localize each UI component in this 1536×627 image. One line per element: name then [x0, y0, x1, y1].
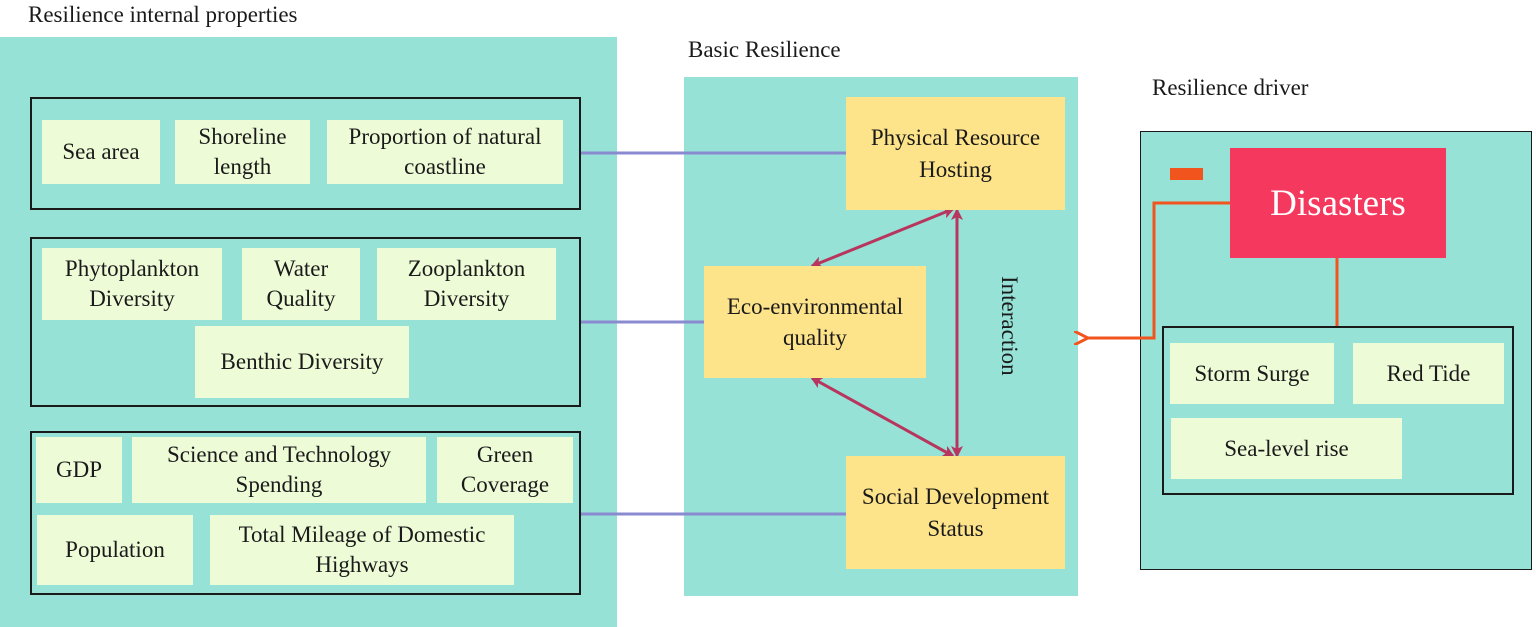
zooplankton-diversity-item: Zooplankton Diversity [377, 248, 556, 320]
heading-internal-properties: Resilience internal properties [28, 2, 298, 27]
minus-sign-icon [1170, 168, 1203, 180]
domestic-highways-item: Total Mileage of Domestic Highways [210, 515, 514, 585]
water-quality-item: Water Quality [242, 248, 360, 320]
phytoplankton-diversity-item: Phytoplankton Diversity [42, 248, 222, 320]
heading-basic-resilience: Basic Resilience [688, 37, 841, 62]
sea-level-rise-item: Sea-level rise [1171, 418, 1402, 479]
eco-environmental-quality-box: Eco-environmental quality [704, 266, 926, 378]
interaction-label: Interaction [997, 276, 1022, 376]
physical-resource-hosting-box: Physical Resource Hosting [846, 97, 1065, 210]
social-development-status-box: Social Development Status [846, 456, 1065, 569]
storm-surge-item: Storm Surge [1170, 343, 1334, 404]
eco-indicators-group [30, 237, 581, 407]
disaster-types-group [1162, 326, 1514, 495]
social-indicators-group [30, 431, 581, 595]
gdp-item: GDP [36, 437, 122, 503]
shoreline-length-item: Shoreline length [175, 120, 310, 184]
green-coverage-item: Green Coverage [437, 437, 573, 503]
sea-area-item: Sea area [42, 120, 160, 184]
red-tide-item: Red Tide [1353, 343, 1504, 404]
science-technology-spending-item: Science and Technology Spending [132, 437, 426, 503]
disasters-box: Disasters [1230, 148, 1446, 258]
benthic-diversity-item: Benthic Diversity [195, 326, 409, 398]
natural-coastline-item: Proportion of natural coastline [327, 120, 563, 184]
population-item: Population [37, 515, 193, 585]
physical-indicators-group [30, 97, 581, 210]
heading-resilience-driver: Resilience driver [1152, 75, 1309, 100]
